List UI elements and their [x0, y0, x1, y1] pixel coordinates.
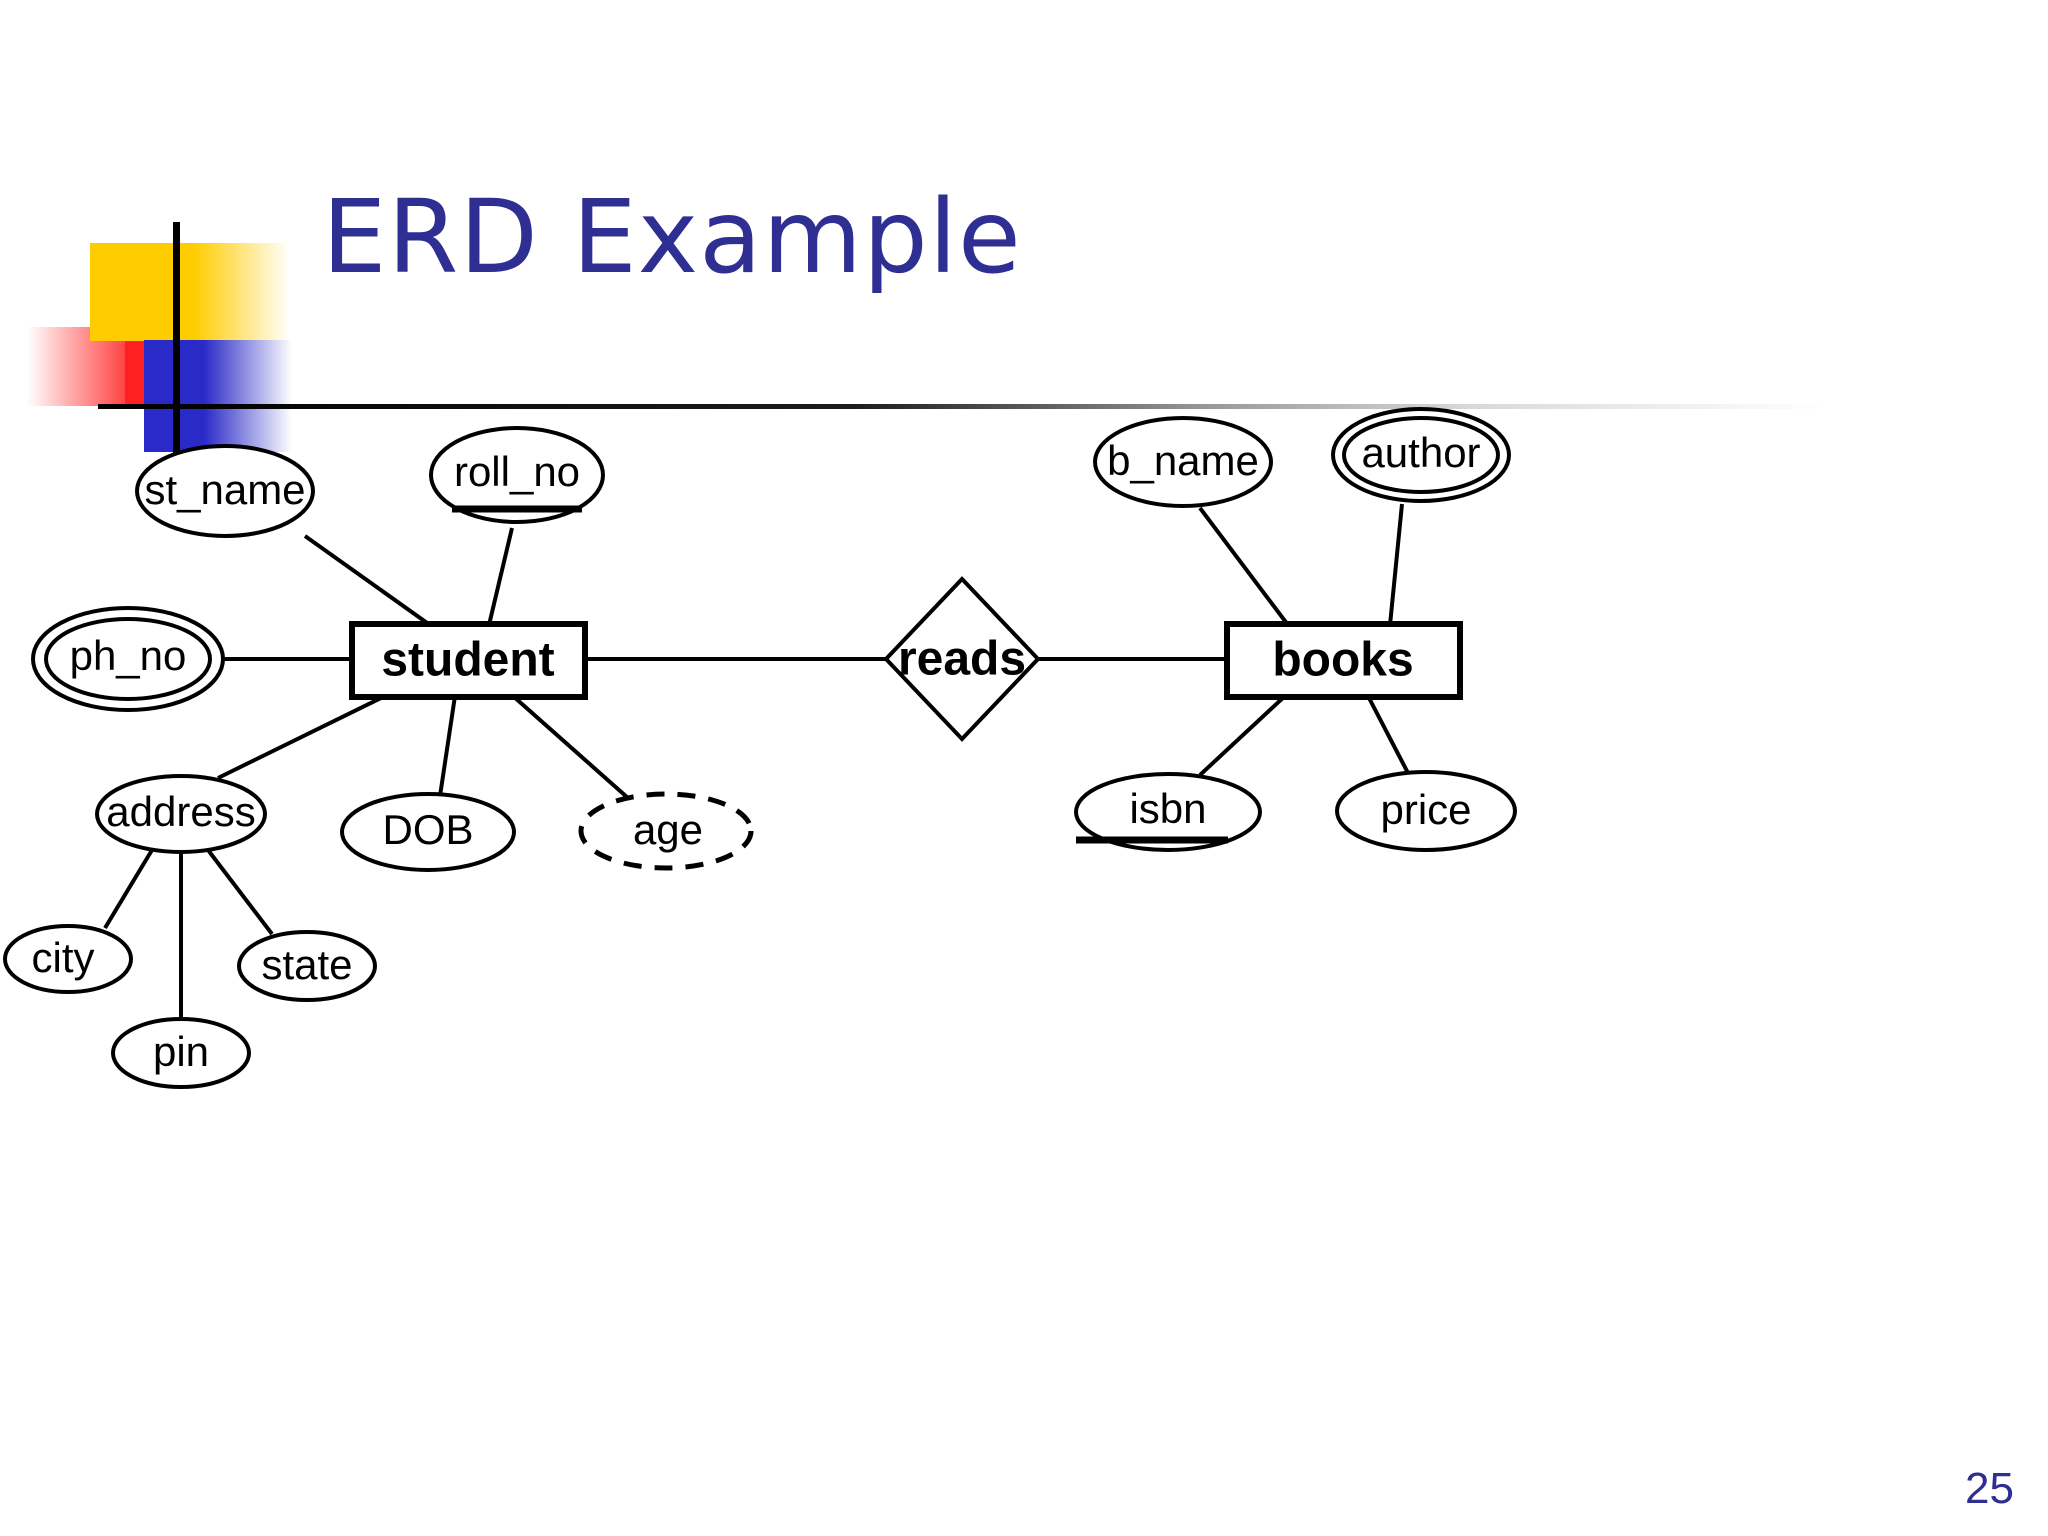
connector-address-student: [217, 694, 386, 780]
connector-roll_no-student: [487, 527, 514, 626]
logo-blue-block-fade: [204, 340, 292, 452]
attribute-roll_no[interactable]: roll_no: [429, 426, 605, 524]
connector-age-student: [511, 694, 630, 800]
attribute-isbn-label: isbn: [1129, 785, 1206, 832]
attribute-st_name[interactable]: st_name: [135, 444, 315, 538]
page-number: 25: [1965, 1464, 2014, 1513]
attribute-age-label: age: [633, 806, 703, 853]
connector-price-books: [1366, 695, 1410, 774]
attribute-author-label: author: [1361, 429, 1480, 476]
connector-lines: [103, 503, 1410, 1020]
connector-isbn-books: [1198, 694, 1287, 777]
logo-vertical-line: [173, 222, 180, 474]
attribute-pin-label: pin: [153, 1028, 209, 1075]
logo-red-block-solid: [125, 327, 145, 406]
entity-student-label: student: [381, 634, 554, 687]
slide-header: ERD Example: [0, 0, 2048, 474]
attribute-address-label: address: [106, 788, 255, 835]
attribute-st_name-label: st_name: [144, 466, 305, 513]
attribute-DOB[interactable]: DOB: [340, 792, 516, 872]
entity-student[interactable]: student: [349, 621, 588, 700]
attribute-author[interactable]: author: [1331, 407, 1511, 503]
attribute-price-label: price: [1380, 786, 1471, 833]
attribute-pin[interactable]: pin: [111, 1017, 251, 1089]
attribute-state[interactable]: state: [237, 930, 377, 1002]
connector-DOB-student: [438, 695, 457, 797]
connector-st_name-student: [303, 534, 432, 627]
relationship-reads-label: reads: [898, 633, 1026, 686]
attribute-address[interactable]: address: [95, 774, 267, 854]
attribute-city-label: city: [32, 934, 95, 981]
attribute-ph_no-label: ph_no: [70, 632, 187, 679]
attribute-price[interactable]: price: [1335, 770, 1517, 852]
connector-state-address: [206, 848, 274, 936]
relationship-reads[interactable]: reads: [883, 576, 1041, 742]
entity-books[interactable]: books: [1224, 621, 1463, 700]
title-divider-rule: [98, 404, 1898, 409]
attribute-b_name[interactable]: b_name: [1093, 416, 1273, 508]
attribute-ph_no[interactable]: ph_no: [31, 606, 225, 712]
connector-author-books: [1388, 503, 1404, 626]
page-title: ERD Example: [322, 178, 1022, 297]
attribute-roll_no-label: roll_no: [454, 448, 580, 495]
attribute-DOB-label: DOB: [382, 806, 473, 853]
connector-b_name-books: [1198, 506, 1290, 627]
attribute-state-label: state: [261, 941, 352, 988]
attribute-isbn[interactable]: isbn: [1074, 772, 1262, 852]
logo-yellow-block-fade: [194, 243, 290, 341]
entity-books-label: books: [1272, 634, 1413, 687]
attribute-age[interactable]: age: [578, 791, 754, 871]
attribute-b_name-label: b_name: [1107, 437, 1259, 484]
attribute-city[interactable]: city: [3, 924, 133, 994]
connector-city-address: [103, 848, 154, 930]
